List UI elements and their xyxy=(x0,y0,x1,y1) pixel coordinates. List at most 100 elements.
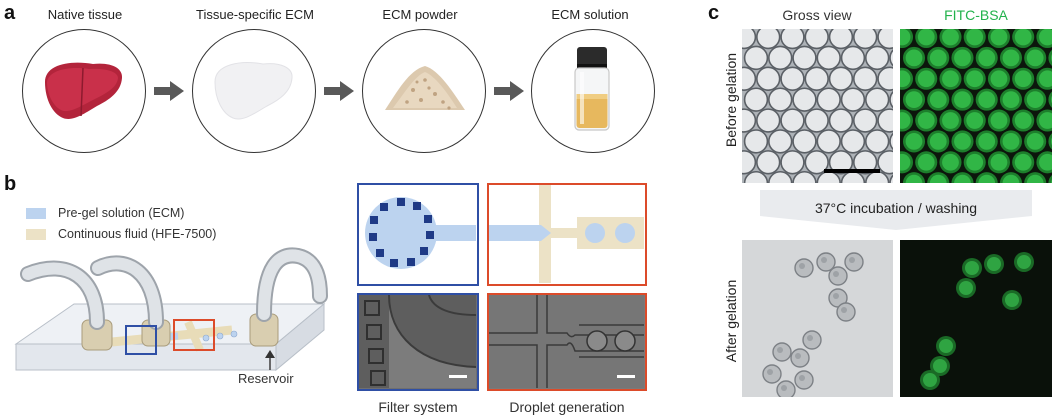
droplet-core xyxy=(990,153,1008,171)
droplet-core xyxy=(1026,49,1044,67)
droplet-core xyxy=(1026,91,1044,109)
droplet-core xyxy=(1002,174,1020,183)
gel-beads-image xyxy=(762,252,864,397)
droplet-core xyxy=(954,49,971,67)
droplet-mark xyxy=(816,87,841,112)
microfluidic-device xyxy=(14,247,328,372)
droplet-core xyxy=(978,49,996,67)
droplet-core xyxy=(917,70,935,88)
droplet-mark xyxy=(743,45,769,71)
droplet-mark xyxy=(889,90,893,109)
before-fitc-image xyxy=(900,29,1052,183)
droplet-mark xyxy=(877,29,893,50)
droplet-mark xyxy=(742,66,757,91)
droplet-mark xyxy=(756,108,781,133)
droplet-mark xyxy=(792,45,817,71)
droplet-core xyxy=(954,91,971,109)
step-label-ecm-powder: ECM powder xyxy=(382,7,458,22)
droplet-mark xyxy=(852,150,878,175)
panel-letter-a: a xyxy=(4,2,16,24)
droplet-core xyxy=(1051,137,1052,146)
droplet-mark xyxy=(828,66,854,91)
droplet-mark xyxy=(742,150,757,175)
gel-bead-texture xyxy=(767,369,773,375)
liver-icon xyxy=(45,62,123,119)
droplet-mark xyxy=(852,66,878,91)
droplet-core xyxy=(917,112,935,129)
droplet-core xyxy=(917,29,935,46)
droplet-mark xyxy=(877,66,893,91)
fluorescent-bead-core xyxy=(1017,255,1031,269)
filter-schematic xyxy=(357,183,479,286)
droplet-core xyxy=(966,29,984,46)
gross-view-header: Gross view xyxy=(782,7,852,23)
droplet-mark xyxy=(840,87,866,112)
droplet-core xyxy=(929,174,947,183)
droplet-core xyxy=(942,112,959,129)
fitc-header: FITC-BSA xyxy=(944,7,1008,23)
droplet-core xyxy=(900,70,911,88)
droplet-core xyxy=(1039,153,1052,171)
droplet-core xyxy=(1026,133,1044,150)
panel-letter-b: b xyxy=(4,173,17,195)
droplet-core xyxy=(1051,53,1052,62)
fluorescent-bead-core xyxy=(923,373,937,387)
droplet-mark xyxy=(804,108,829,133)
droplet-core xyxy=(917,153,935,171)
gel-bead-texture xyxy=(799,375,805,381)
droplet-mark xyxy=(828,29,854,50)
droplet-core xyxy=(900,112,911,129)
droplet-mark xyxy=(889,174,893,183)
arrow-icon xyxy=(324,81,354,101)
droplet-core xyxy=(966,70,984,88)
droplet-mark xyxy=(877,108,893,133)
droplet-mark xyxy=(828,108,854,133)
legend-item-continuous: Continuous fluid (HFE-7500) xyxy=(26,223,216,245)
droplet-mark xyxy=(780,66,805,91)
ecm-powder-circle xyxy=(362,29,486,153)
droplet-core xyxy=(1039,112,1052,129)
droplet-core xyxy=(905,91,923,109)
droplet-core xyxy=(1039,29,1052,46)
droplet-core xyxy=(954,133,971,150)
droplet-mark xyxy=(792,87,817,112)
droplet-core xyxy=(990,70,1008,88)
droplet-mark xyxy=(768,170,793,183)
decellularized-ecm-icon xyxy=(214,62,293,120)
droplet-mark xyxy=(742,108,757,133)
droplet-core xyxy=(966,112,984,129)
after-gross-image xyxy=(742,240,893,397)
droplet-core xyxy=(1051,179,1052,183)
droplet-micrograph-image xyxy=(489,295,644,388)
droplet-mark xyxy=(853,29,878,50)
filter-diagram xyxy=(365,197,476,269)
legend-label-pregel: Pre-gel solution (ECM) xyxy=(58,206,185,220)
legend-swatch-continuous xyxy=(26,228,46,240)
droplet-mark xyxy=(889,132,893,151)
droplet-mark xyxy=(1048,91,1052,108)
before-gelation-label: Before gelation xyxy=(723,52,739,148)
after-fitc-image xyxy=(900,240,1052,397)
droplet-core xyxy=(966,153,984,171)
gel-bead-texture xyxy=(821,257,827,263)
gel-bead-texture xyxy=(799,263,805,269)
droplet-core xyxy=(1039,70,1052,88)
droplet-mark xyxy=(756,150,781,175)
after-gelation-label: After gelation xyxy=(723,279,739,363)
droplet-core xyxy=(1014,70,1032,88)
droplet-mark xyxy=(864,87,890,112)
droplet-mark xyxy=(828,150,854,175)
gel-bead-texture xyxy=(807,335,813,341)
powder-icon xyxy=(385,66,465,110)
droplet-core xyxy=(978,91,996,109)
droplet-core xyxy=(942,29,959,46)
droplet-schematic xyxy=(487,183,647,286)
droplet-core xyxy=(900,153,911,171)
legend-item-pregel: Pre-gel solution (ECM) xyxy=(26,203,216,223)
droplet-core xyxy=(942,153,959,171)
droplet-mark xyxy=(743,129,769,154)
droplet-mark xyxy=(804,29,829,50)
droplet-mark xyxy=(756,66,781,91)
droplet-mark xyxy=(889,49,893,67)
droplet-mark xyxy=(1048,49,1052,67)
